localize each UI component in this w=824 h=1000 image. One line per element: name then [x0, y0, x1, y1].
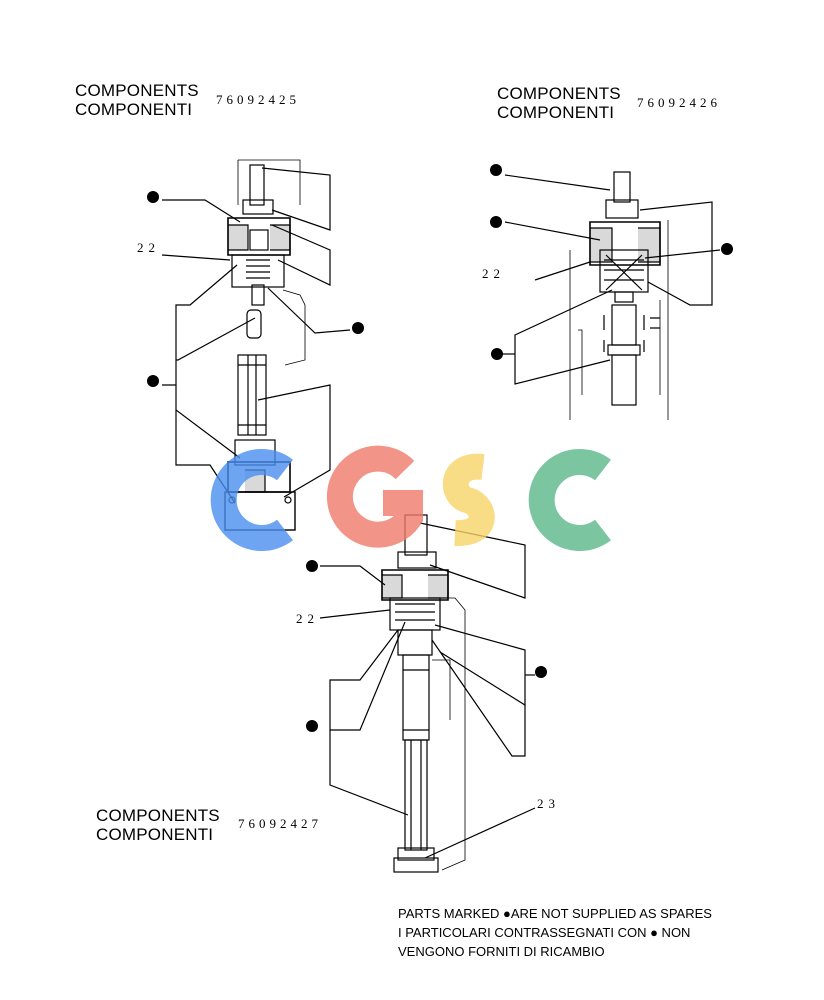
group3-ref-23: 23: [537, 796, 560, 811]
group3-title-en: COMPONENTS: [96, 806, 220, 825]
group3-part-code: 76092427: [238, 816, 322, 831]
group1-title-en: COMPONENTS: [75, 81, 199, 100]
group2-title-en: COMPONENTS: [497, 84, 621, 103]
group1-part-code: 76092425: [216, 92, 300, 107]
group2-ref-22: 22: [482, 266, 505, 281]
marker-dot: [306, 720, 318, 732]
marker-dot: [147, 191, 159, 203]
gsc-watermark-logo: [210, 445, 611, 551]
footnote-line-2: I PARTICOLARI CONTRASSEGNATI CON ● NON: [398, 925, 691, 940]
marker-dot: [352, 322, 364, 334]
marker-dot: [490, 164, 502, 176]
footnote-line-1: PARTS MARKED ●ARE NOT SUPPLIED AS SPARES: [398, 906, 712, 921]
marker-dot: [491, 348, 503, 360]
marker-dot: [147, 375, 159, 387]
footnote-line-3: VENGONO FORNITI DI RICAMBIO: [398, 944, 605, 959]
marker-dot: [490, 216, 502, 228]
group1-title-it: COMPONENTI: [75, 100, 193, 119]
group3-title-it: COMPONENTI: [96, 825, 214, 844]
group2-title-it: COMPONENTI: [497, 103, 615, 122]
spares-footnote: PARTS MARKED ●ARE NOT SUPPLIED AS SPARES…: [398, 904, 712, 961]
marker-dot: [306, 560, 318, 572]
marker-dot: [721, 243, 733, 255]
valve-assembly-2: [500, 171, 721, 420]
group2-part-code: 76092426: [637, 95, 721, 110]
group1-ref-22: 22: [137, 240, 160, 255]
valve-assembly-3: [319, 514, 536, 873]
group3-ref-22: 22: [296, 611, 319, 626]
marker-dot: [535, 666, 547, 678]
